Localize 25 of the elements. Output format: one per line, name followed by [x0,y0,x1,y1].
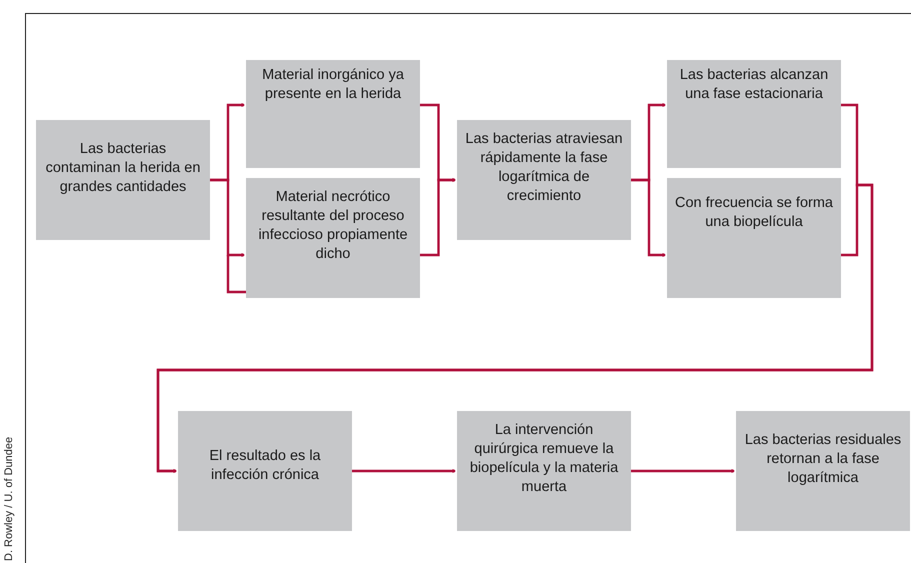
process-box [457,411,631,531]
process-box [246,178,420,298]
box-text: Material necrótico resultante del proceso infeccioso propiamente dicho [257,188,409,264]
arrow [156,184,874,474]
arrow [631,468,734,474]
box-text: Las bacterias residuales retornan a la fase logarítmica [744,431,902,488]
process-box [457,120,631,240]
arrow [631,178,666,258]
box-text: Las bacterias contaminan la herida en grandes cantidades [44,140,202,197]
box-text: Con frecuencia se forma una biopelícula [675,194,833,232]
process-box [36,120,210,240]
box-text: Las bacterias atraviesan rápidamente la fase logarítmica de crecimiento [465,130,623,206]
box-text: El resultado es la infección crónica [208,447,322,485]
process-box [667,60,841,168]
process-box [246,60,420,168]
arrow [210,178,244,258]
arrow [420,178,456,256]
box-text: Las bacterias alcanzan una fase estacionaria [678,66,830,104]
arrow [352,468,456,474]
credit-text: D. Rowley / U. of Dundee [3,436,15,561]
box-text: La intervención quirúrgica remueve la biopelícula y la materia muerta [468,421,620,496]
process-box [178,411,352,531]
process-box [736,411,910,531]
process-box [667,178,841,298]
box-text: Material inorgánico ya presente en la herida [261,66,405,104]
